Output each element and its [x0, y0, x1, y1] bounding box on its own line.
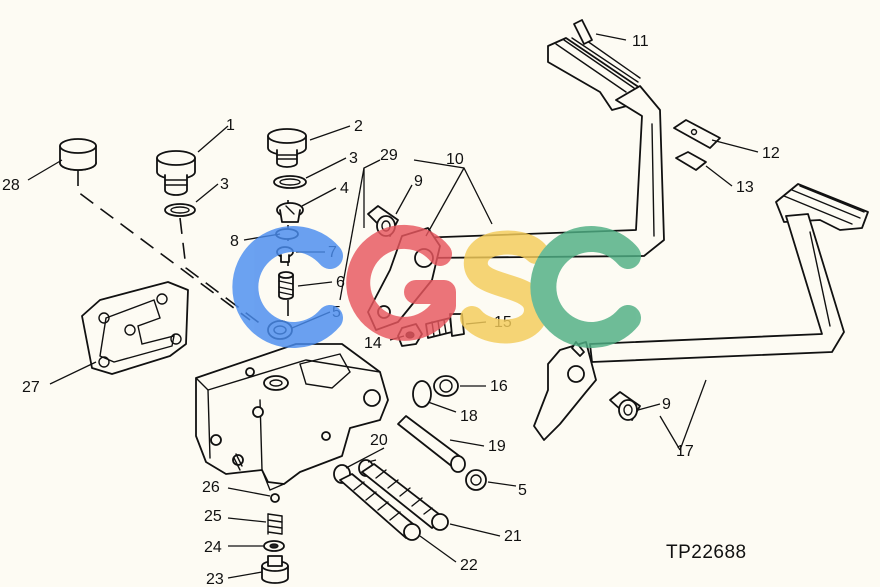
watermark-logo — [232, 224, 641, 348]
callout-1: 1 — [226, 117, 235, 134]
part-18-washer — [412, 380, 432, 408]
callout-3b: 3 — [349, 150, 358, 167]
part-23-plug — [261, 555, 289, 584]
part-9-bushing-lower — [609, 391, 641, 421]
part-24-washer — [263, 540, 285, 552]
valve-body — [195, 343, 389, 491]
callout-5b: 5 — [518, 482, 527, 499]
callout-17: 17 — [676, 443, 694, 460]
callout-3: 3 — [220, 176, 229, 193]
part-3-oring-left — [164, 203, 196, 217]
callout-21: 21 — [504, 528, 522, 545]
callout-22: 22 — [460, 557, 478, 574]
callout-24: 24 — [204, 539, 222, 556]
callout-2: 2 — [354, 118, 363, 135]
callout-16: 16 — [490, 378, 508, 395]
part-25-spring — [267, 513, 283, 535]
part-22-spring — [339, 473, 421, 541]
callout-14: 14 — [364, 335, 382, 352]
callout-12: 12 — [762, 145, 780, 162]
watermark-letter-g-red — [346, 224, 456, 341]
part-12-plate — [673, 119, 721, 149]
part-6-spring — [278, 271, 294, 300]
callout-23: 23 — [206, 571, 224, 587]
callout-25: 25 — [204, 508, 222, 525]
part-5-grommet-lower — [465, 469, 487, 491]
part-19-pin — [397, 415, 466, 473]
callout-9b: 9 — [662, 396, 671, 413]
part-3-oring-right — [273, 175, 307, 189]
part-28-cap — [59, 138, 97, 171]
watermark-letter-s-yellow — [460, 230, 549, 344]
callout-20: 20 — [370, 432, 388, 449]
figure-id: TP22688 — [666, 542, 747, 563]
callout-10: 10 — [446, 151, 464, 168]
callout-9: 9 — [414, 173, 423, 190]
callout-8: 8 — [230, 233, 239, 250]
callout-27: 27 — [22, 379, 40, 396]
part-26-ball — [270, 493, 280, 503]
callout-13: 13 — [736, 179, 754, 196]
part-13-clip — [675, 151, 707, 171]
callout-6: 6 — [336, 274, 345, 291]
part-2-plug — [267, 128, 307, 168]
callout-26: 26 — [202, 479, 220, 496]
part-21-spring — [361, 463, 449, 531]
callout-4: 4 — [340, 180, 349, 197]
watermark-letter-c-blue — [232, 226, 343, 348]
callout-19: 19 — [488, 438, 506, 455]
watermark-letter-c-green — [530, 226, 641, 348]
callout-11: 11 — [632, 33, 649, 50]
part-17-pedal-lower — [533, 183, 869, 441]
callout-29: 29 — [380, 147, 398, 164]
callout-28: 28 — [2, 177, 20, 194]
part-4-valve — [276, 202, 304, 223]
part-1-plug — [156, 150, 196, 196]
callout-18: 18 — [460, 408, 478, 425]
part-11-pin — [573, 19, 593, 45]
part-27-gasket — [81, 281, 189, 375]
part-16-bushing — [433, 375, 459, 397]
